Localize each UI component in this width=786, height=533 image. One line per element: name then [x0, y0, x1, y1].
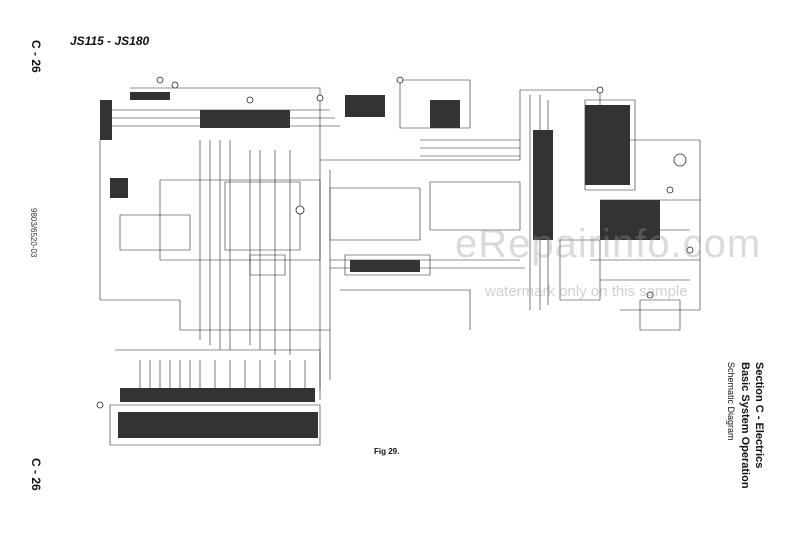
page-number-bottom: C - 26	[29, 458, 43, 491]
section-detail: Schematic Diagram	[726, 362, 736, 441]
section-heading: Section C - Electrics Basic System Opera…	[726, 362, 765, 489]
page-number-top: C - 26	[29, 40, 43, 73]
watermark-site: eRepairinfo.com	[455, 222, 762, 266]
document-number: 9803/6520-03	[29, 208, 38, 258]
model-title: JS115 - JS180	[70, 34, 150, 48]
figure-caption: Fig 29.	[374, 447, 400, 456]
watermark-notice: watermark only on this sample	[485, 283, 688, 300]
section-subtitle: Basic System Operation	[739, 362, 751, 489]
section-title: Section C - Electrics	[753, 362, 765, 469]
